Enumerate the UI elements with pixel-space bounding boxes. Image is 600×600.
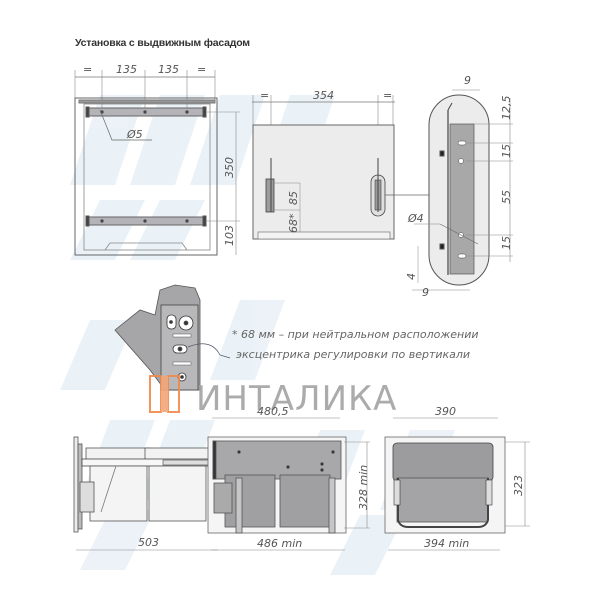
dim-135-b: 135	[158, 63, 179, 76]
detail-dim-12-5: 12,5	[500, 96, 513, 121]
bin-dim-390: 390	[435, 405, 456, 418]
detail-dim-15-a: 15	[500, 144, 513, 158]
brand-name: ИНТАЛИКА	[196, 379, 397, 419]
dim-eq-right: =	[197, 63, 206, 76]
note-line-1: * 68 мм – при нейтральном расположении	[232, 328, 479, 341]
front-view-cabinet	[74, 70, 240, 256]
detail-dim-4: 4	[405, 273, 418, 280]
dim-103: 103	[223, 225, 236, 246]
side-dim-503: 503	[138, 536, 159, 549]
cabinet-dim-480-5: 480,5	[257, 405, 289, 418]
facade-dim-354: 354	[313, 89, 334, 102]
page-title: Установка с выдвижным фасадом	[75, 37, 250, 49]
facade-dim-85: 85	[287, 191, 300, 205]
detail-view-bracket	[412, 89, 513, 291]
facade-dim-eq-right: =	[383, 89, 392, 102]
bin-dim-394-min: 394 min	[424, 537, 469, 550]
detail-dim-15-b: 15	[500, 236, 513, 250]
cabinet-view	[207, 417, 370, 551]
detail-dim-9-top: 9	[464, 74, 471, 87]
brand-logo-watermark: ИНТАЛИКА	[149, 375, 397, 419]
cabinet-dim-486-min: 486 min	[257, 537, 302, 550]
detail-dim-55: 55	[500, 190, 513, 204]
cabinet-dim-328-min: 328 min	[357, 465, 370, 510]
facade-view	[252, 95, 430, 240]
side-view-pullout	[73, 436, 218, 551]
dim-135-a: 135	[116, 63, 137, 76]
facade-dim-eq-left: =	[260, 89, 269, 102]
detail-dim-9-bottom: 9	[422, 286, 429, 299]
dim-eq-left: =	[83, 63, 92, 76]
note-line-2: эксцентрика регулировки по вертикали	[236, 348, 470, 361]
dim-hole-diameter: Ø5	[126, 128, 143, 141]
dim-350: 350	[223, 157, 236, 178]
detail-dim-hole-diameter: Ø4	[407, 212, 424, 225]
facade-dim-68: 68*	[287, 213, 300, 233]
bin-front-view	[384, 417, 530, 551]
bin-dim-323: 323	[512, 475, 525, 496]
